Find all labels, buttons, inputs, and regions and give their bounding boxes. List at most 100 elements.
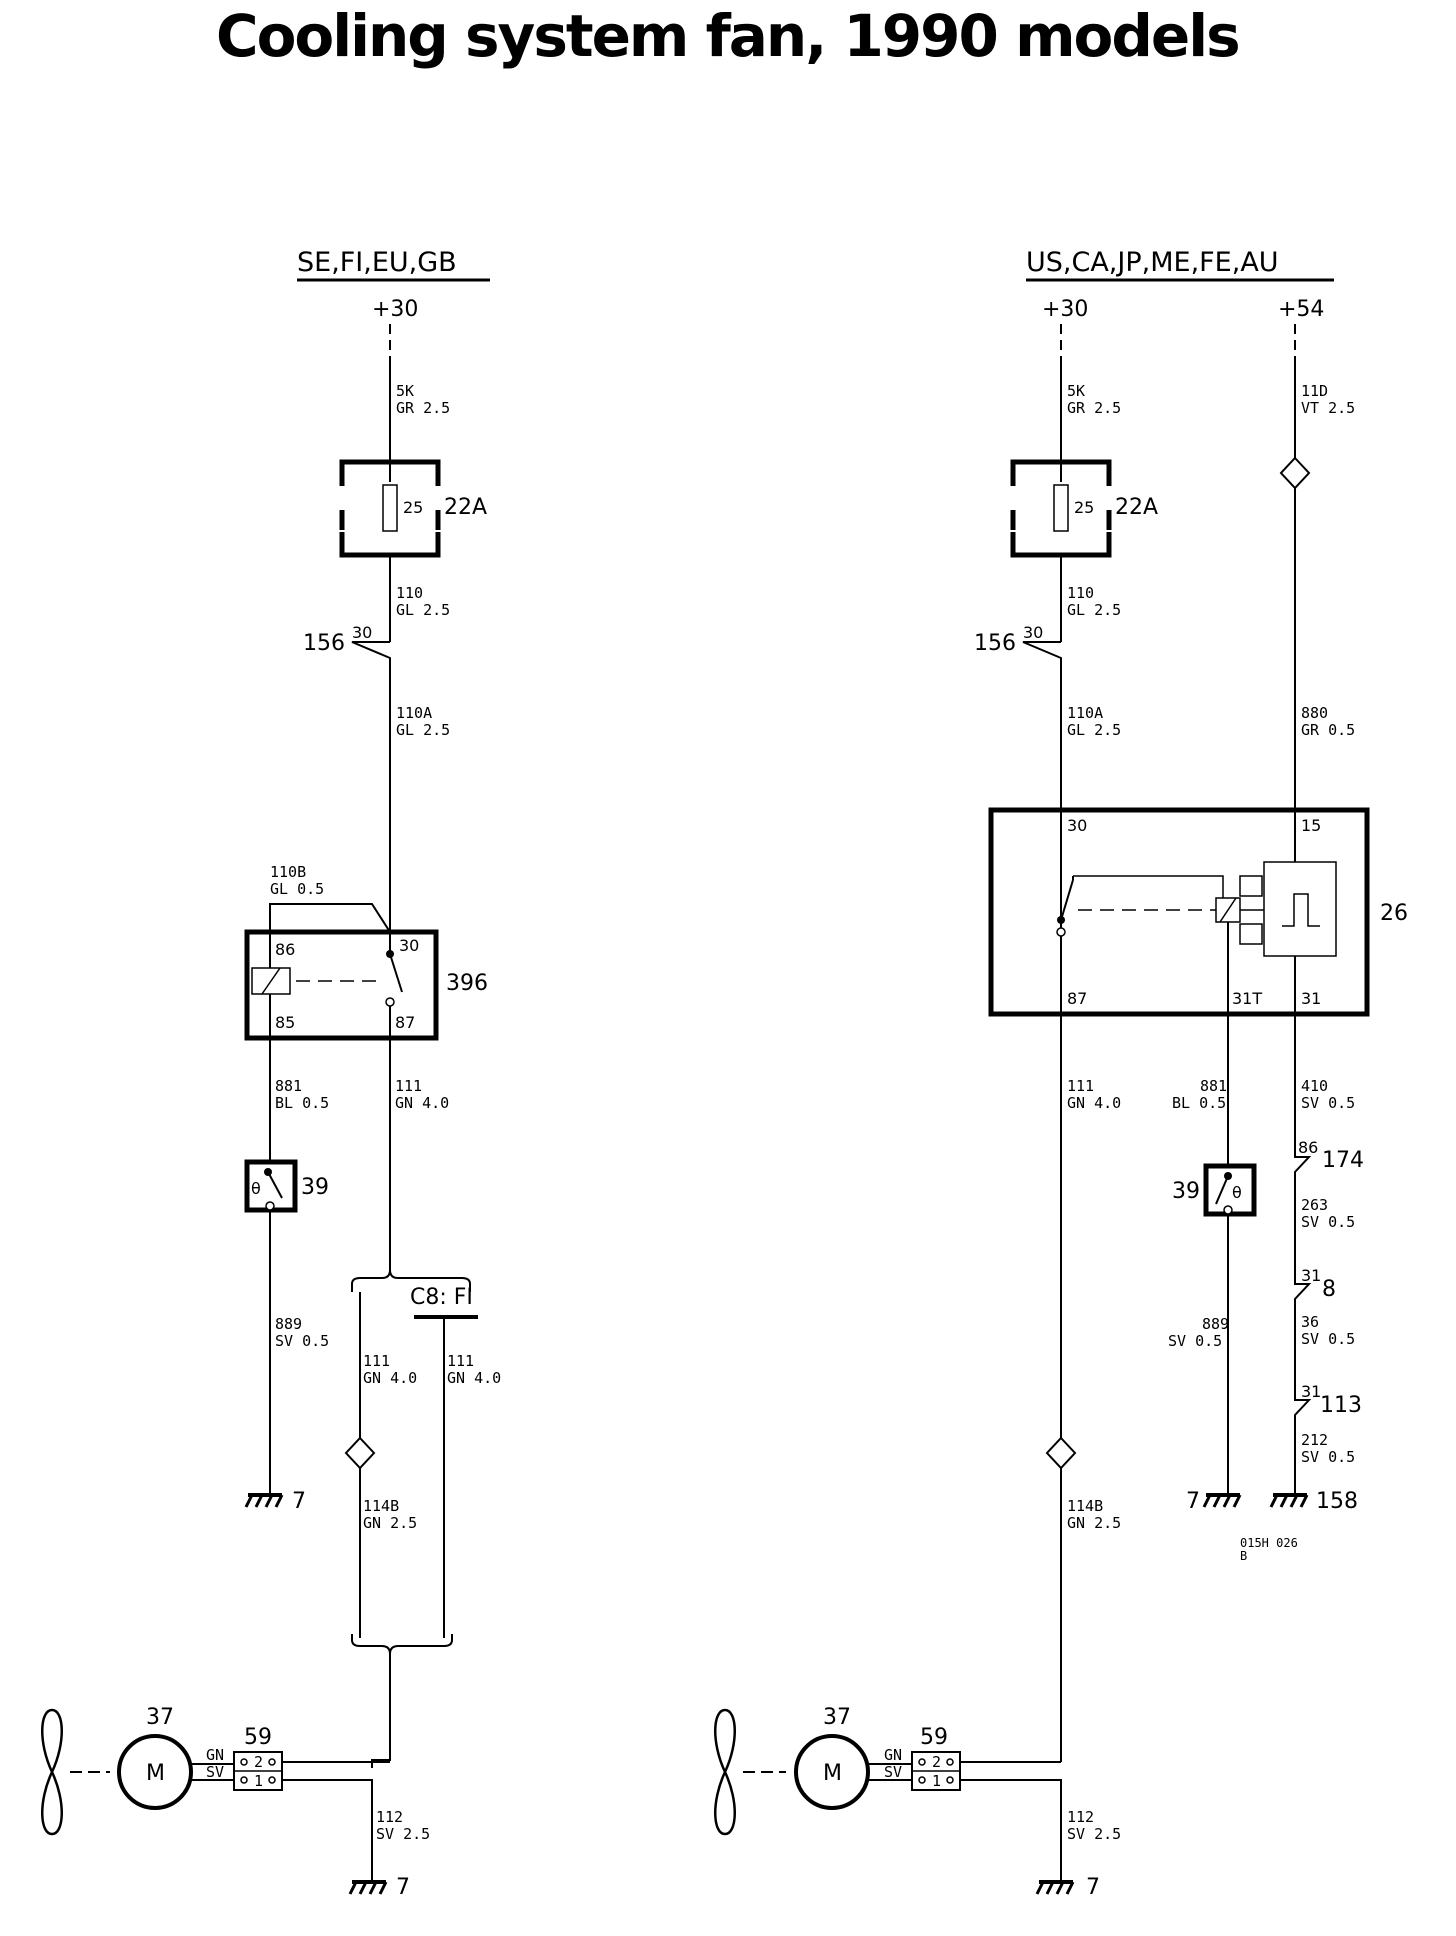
right-wire-410: 410 [1301, 1077, 1328, 1095]
right-wire-889: 889 [1202, 1315, 1229, 1333]
left-wire-sv: SV [206, 1763, 224, 1781]
right-splice-diamond [1045, 1436, 1077, 1470]
left-wire-111b: 111 [447, 1352, 474, 1370]
right-fuse-id: 22A [1115, 495, 1158, 520]
right-motor-id: 37 [823, 1705, 851, 1730]
svg-text:1: 1 [932, 1772, 941, 1790]
left-fuse-rating: 25 [403, 498, 423, 517]
right-region-header: US,CA,JP,ME,FE,AU [1026, 247, 1279, 278]
right-wire-sv: SV [884, 1763, 902, 1781]
left-wire-114b-spec: GN 2.5 [363, 1514, 417, 1532]
right-wire-110a: 110A [1067, 704, 1103, 722]
right-wire-110a-spec: GL 2.5 [1067, 721, 1121, 739]
right-wire-36-spec: SV 0.5 [1301, 1330, 1355, 1348]
right-wire-110: 110 [1067, 584, 1094, 602]
left-wire-110a: 110A [396, 704, 432, 722]
right-wire-881: 881 [1200, 1077, 1227, 1095]
right-wire-36: 36 [1301, 1313, 1319, 1331]
right-wire-880: 880 [1301, 704, 1328, 722]
left-wire-114b: 114B [363, 1497, 399, 1515]
right-wire-11d-spec: VT 2.5 [1301, 399, 1355, 417]
right-connector-59: 2 1 59 [911, 1725, 961, 1791]
right-c8-pin: 31 [1301, 1266, 1321, 1285]
left-temp-switch-39: θ 39 [244, 1159, 329, 1213]
right-theta: θ [1232, 1183, 1242, 1202]
left-wire-111a-spec: GN 4.0 [363, 1369, 417, 1387]
right-wire-880-spec: GR 0.5 [1301, 721, 1355, 739]
left-wire-111b-spec: GN 4.0 [447, 1369, 501, 1387]
left-wire-110b: 110B [270, 863, 306, 881]
right-wire-11d: 11D [1301, 382, 1328, 400]
left-wire-110a-spec: GL 2.5 [396, 721, 450, 739]
left-wire-881: 881 [275, 1077, 302, 1095]
right-ground-7b: 7 [1086, 1875, 1100, 1900]
left-motor-id: 37 [146, 1705, 174, 1730]
right-diagram: US,CA,JP,ME,FE,AU +30 +54 5K GR 2.5 11D … [713, 247, 1408, 1900]
right-wire-889-spec: SV 0.5 [1168, 1332, 1222, 1350]
left-relay-pin-30: 30 [399, 936, 419, 955]
left-connector-59: 2 1 59 [233, 1725, 283, 1791]
left-wire-112-spec: SV 2.5 [376, 1825, 430, 1843]
right-wire-263: 263 [1301, 1196, 1328, 1214]
right-conn-8: 8 [1322, 1277, 1336, 1302]
right-splice-diamond-top [1279, 456, 1311, 490]
right-wire-5k-spec: GR 2.5 [1067, 399, 1121, 417]
svg-text:2: 2 [932, 1753, 941, 1771]
left-wire-889-spec: SV 0.5 [275, 1332, 329, 1350]
left-c8-label: C8: FI [410, 1285, 473, 1310]
left-wire-110b-spec: GL 0.5 [270, 880, 324, 898]
left-motor-letter: M [146, 1761, 165, 1786]
right-wire-112-spec: SV 2.5 [1067, 1825, 1121, 1843]
left-diagram: SE,FI,EU,GB +30 5K GR 2.5 25 22A 110 GL … [40, 247, 501, 1900]
right-ground-7: 7 [1186, 1489, 1200, 1514]
right-c113-pin: 31 [1301, 1382, 1321, 1401]
right-wire-112: 112 [1067, 1808, 1094, 1826]
left-relay-pin-85: 85 [275, 1013, 295, 1032]
left-wire-111: 111 [395, 1077, 422, 1095]
right-supply-30: +30 [1042, 297, 1088, 322]
left-region-header: SE,FI,EU,GB [297, 247, 457, 278]
left-conn-59: 59 [244, 1725, 272, 1750]
right-unit-pin-30: 30 [1067, 816, 1087, 835]
right-conn-174: 174 [1322, 1148, 1364, 1173]
left-wire-111-spec: GN 4.0 [395, 1094, 449, 1112]
left-wire-881-spec: BL 0.5 [275, 1094, 329, 1112]
left-relay-id: 396 [446, 971, 488, 996]
right-unit-pin-31t: 31T [1232, 989, 1262, 1008]
right-ref-rev: B [1240, 1549, 1247, 1563]
left-wire-110-spec: GL 2.5 [396, 601, 450, 619]
left-wire-5k: 5K [396, 382, 414, 400]
right-wire-212: 212 [1301, 1431, 1328, 1449]
right-wire-gn: GN [884, 1746, 902, 1764]
right-temp-switch-39: θ 39 [1172, 1163, 1257, 1217]
right-unit-pin-87: 87 [1067, 989, 1087, 1008]
right-wire-410-spec: SV 0.5 [1301, 1094, 1355, 1112]
right-unit-id: 26 [1380, 901, 1408, 926]
page-title: Cooling system fan, 1990 models [216, 2, 1241, 70]
left-wire-5k-spec: GR 2.5 [396, 399, 450, 417]
left-relay-pin-87: 87 [395, 1013, 415, 1032]
left-theta: θ [251, 1179, 261, 1198]
right-conn-113: 113 [1320, 1393, 1362, 1418]
left-pin-30: 30 [352, 623, 372, 642]
right-motor-letter: M [823, 1761, 842, 1786]
right-ref-code: 015H 026 [1240, 1536, 1298, 1550]
right-ground-158: 158 [1316, 1489, 1358, 1514]
left-wire-111a: 111 [363, 1352, 390, 1370]
left-ground-7: 7 [292, 1489, 306, 1514]
right-wire-212-spec: SV 0.5 [1301, 1448, 1355, 1466]
right-wire-111: 111 [1067, 1077, 1094, 1095]
left-ground-7b: 7 [396, 1875, 410, 1900]
svg-text:2: 2 [254, 1753, 263, 1771]
right-wire-5k: 5K [1067, 382, 1085, 400]
right-wire-263-spec: SV 0.5 [1301, 1213, 1355, 1231]
right-supply-54: +54 [1278, 297, 1324, 322]
left-sensor-id: 39 [301, 1175, 329, 1200]
svg-text:1: 1 [254, 1772, 263, 1790]
right-wire-114b: 114B [1067, 1497, 1103, 1515]
right-sensor-id: 39 [1172, 1179, 1200, 1204]
left-relay-pin-86: 86 [275, 940, 295, 959]
right-wire-881-spec: BL 0.5 [1172, 1094, 1226, 1112]
left-fan-motor [117, 1734, 193, 1810]
left-fuse-22a: 25 22A [339, 459, 487, 558]
